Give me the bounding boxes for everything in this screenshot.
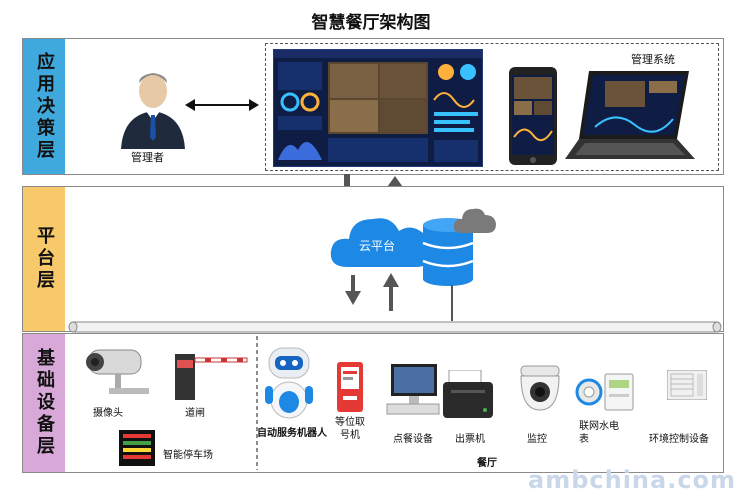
- management-system-label: 管理系统: [631, 53, 675, 66]
- restaurant-label: 餐厅: [477, 458, 497, 469]
- base-divider-icon: [256, 336, 258, 470]
- gate-label: 道闸: [185, 408, 205, 419]
- data-bus-icon: [68, 321, 722, 333]
- manager-icon: [121, 73, 185, 149]
- meter-label: 联网水电表: [579, 421, 619, 445]
- ordering-device-label: 点餐设备: [393, 434, 433, 445]
- database-link-icon: [451, 285, 453, 321]
- dome-camera-icon: [520, 365, 560, 411]
- parking-display-icon: [119, 430, 155, 466]
- application-layer: 应用决策层 管理者: [22, 38, 724, 175]
- system-dashed-box: [265, 43, 719, 171]
- camera-icon: [86, 349, 149, 394]
- dashboard-content-icon: [274, 50, 482, 162]
- phone-icon: [509, 67, 557, 165]
- dashboard-screen: [273, 49, 483, 167]
- laptop-icon: [565, 71, 695, 159]
- queue-machine-label: 等位取号机: [335, 417, 365, 441]
- ordering-device-icon: [386, 364, 440, 415]
- platform-layer-label: 平台层: [23, 187, 65, 331]
- double-arrow-icon: [185, 99, 259, 111]
- meters-icon: [575, 373, 634, 411]
- manager-label: 管理者: [131, 151, 164, 164]
- robot-icon: [265, 347, 313, 419]
- diagram-title: 智慧餐厅架构图: [311, 13, 431, 33]
- application-layer-label: 应用决策层: [23, 39, 65, 174]
- base-layer: 基础设备层 摄像头 道闸 智能停车场: [22, 333, 724, 473]
- monitor-label: 监控: [527, 434, 547, 445]
- ac-unit-icon: [667, 370, 707, 400]
- platform-layer: 平台层 云平台: [22, 186, 724, 333]
- watermark: ambchina.com: [528, 466, 737, 494]
- gate-icon: [175, 354, 248, 400]
- ticket-printer-label: 出票机: [455, 434, 485, 445]
- parking-label: 智能停车场: [163, 450, 213, 461]
- camera-label: 摄像头: [93, 408, 123, 419]
- env-control-label: 环境控制设备: [649, 434, 709, 445]
- robot-label: 自动服务机器人: [257, 428, 327, 439]
- queue-machine-icon: [337, 362, 363, 412]
- ticket-printer-icon: [443, 370, 493, 418]
- base-layer-label: 基础设备层: [23, 334, 65, 472]
- grey-cloud-icon: [453, 208, 496, 233]
- platform-bus-arrows-icon: [345, 273, 399, 311]
- cloud-platform-label: 云平台: [359, 239, 396, 253]
- cloud-platform-icon: [330, 218, 434, 267]
